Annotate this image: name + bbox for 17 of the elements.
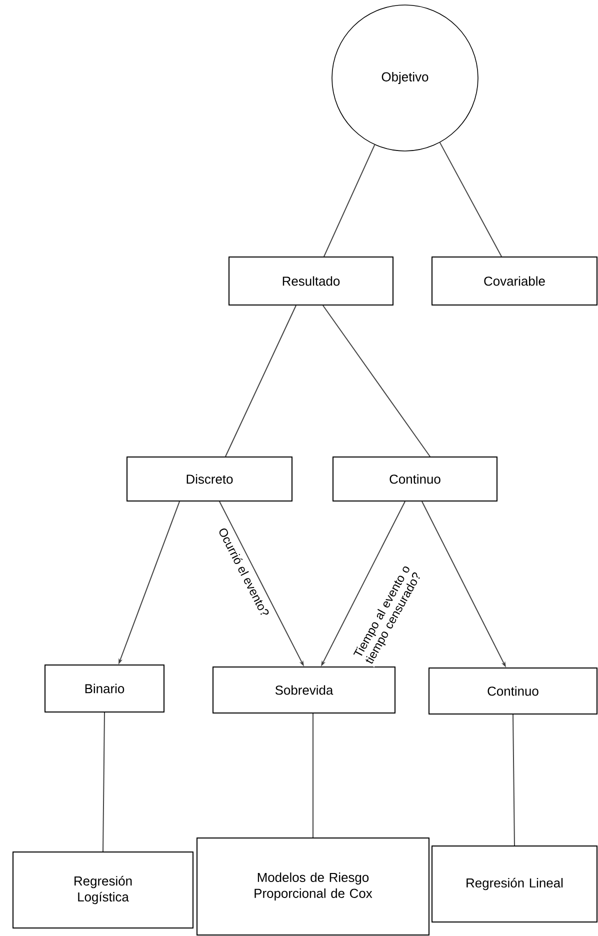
category-box: Covariable bbox=[432, 256, 598, 306]
category-box: Regresión Logística bbox=[12, 852, 194, 928]
category-box: Continuo bbox=[428, 668, 598, 714]
category-box: Binario bbox=[44, 664, 164, 712]
category-box: Resultado bbox=[228, 256, 394, 306]
category-box: Sobrevida bbox=[212, 666, 396, 714]
connector-line bbox=[322, 305, 430, 457]
category-box: Discreto bbox=[126, 456, 292, 502]
connector-line bbox=[439, 142, 502, 257]
connector-line bbox=[324, 144, 376, 257]
category-box: Modelos de Riesgo Proporcional de Cox bbox=[196, 838, 430, 936]
connector-line bbox=[312, 713, 314, 838]
category-box: Regresión Lineal bbox=[432, 846, 598, 922]
connector-line bbox=[225, 305, 296, 457]
category-box: Continuo bbox=[332, 456, 498, 502]
connector-line bbox=[512, 714, 515, 846]
connector-line bbox=[102, 712, 105, 852]
